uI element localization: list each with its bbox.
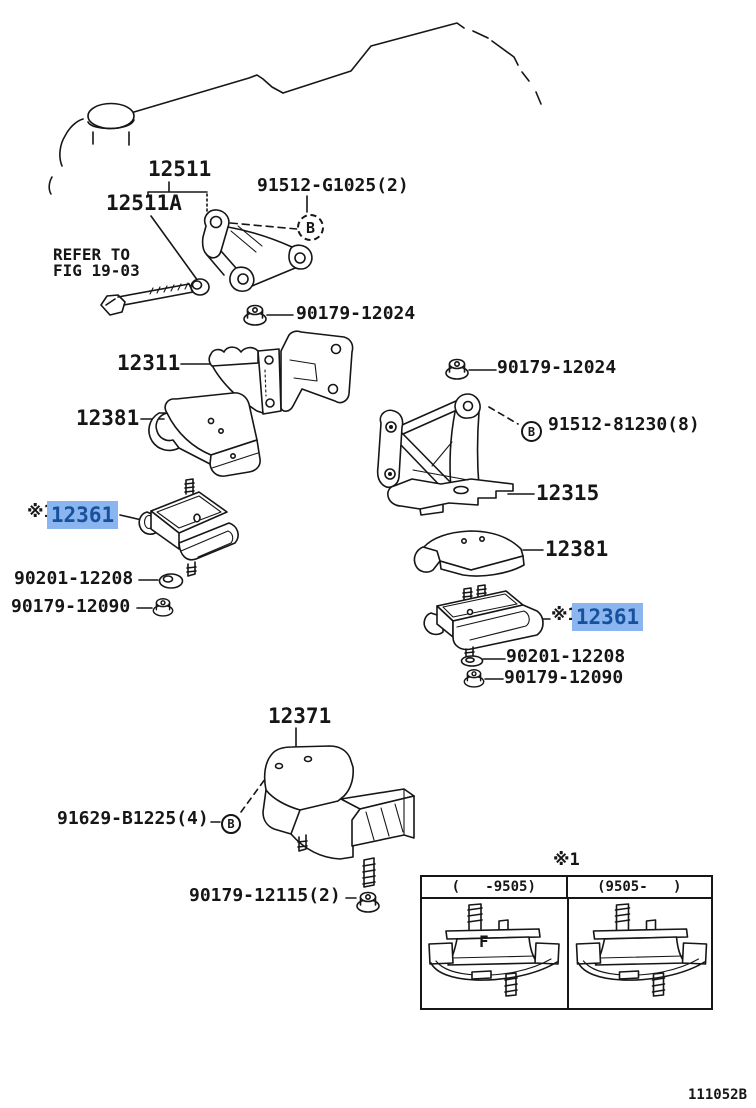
ref-mark-right: ※1 [551,605,578,625]
mount-12361-left-drawing [138,478,239,577]
callout-12361-right-highlighted[interactable]: 12361 [572,603,643,631]
cover-12381-left-drawing [148,392,261,477]
callout-12361-left-highlighted[interactable]: 12361 [47,501,118,529]
variant-col-late: (9505- ) [565,877,712,897]
cover-12381-right-drawing [413,530,525,577]
nut-90179-12024-right-drawing [445,358,469,380]
variant-table-divider [566,897,569,1008]
callout-12315[interactable]: 12315 [536,481,600,505]
callout-12381-left[interactable]: 12381 [76,406,140,430]
bolt-marker-b-right: B [521,421,542,442]
callout-90179-12024-right[interactable]: 90179-12024 [497,357,617,378]
callout-90179-12024-left[interactable]: 90179-12024 [296,303,416,324]
callout-90179-12090-right[interactable]: 90179-12090 [504,667,624,688]
mount-front-mark: F [479,932,489,951]
bracket-12511-drawing [201,209,313,293]
callout-12381-right[interactable]: 12381 [545,537,609,561]
callout-90201-12208-right[interactable]: 90201-12208 [506,646,626,667]
nut-90179-12024-left-drawing [243,304,267,326]
nut-90179-12115-drawing [356,891,380,913]
callout-12511a[interactable]: 12511A [106,191,182,215]
callout-91629-b1225[interactable]: 91629-B1225(4) [57,808,209,829]
callout-90179-12090-left[interactable]: 90179-12090 [11,596,131,617]
mount-12361-right-drawing [423,584,544,660]
bolt-marker-b-bottom: B [221,814,241,834]
callout-91512-g1025[interactable]: 91512-G1025(2) [257,175,409,196]
callout-90179-12115[interactable]: 90179-12115(2) [189,885,341,906]
variant-table: ( -9505) (9505- ) [420,875,713,1010]
engine-outline-drawing [48,22,542,195]
callout-91512-81230[interactable]: 91512-81230(8) [548,414,700,435]
collar-12511a-drawing [190,278,210,296]
crossmember-12371-drawing [262,745,415,888]
variant-table-header-row: ( -9505) (9505- ) [422,877,711,899]
bolt-marker-b-top: B [297,214,324,241]
variant-table-ref-mark: ※1 [553,850,580,870]
callout-12311[interactable]: 12311 [117,351,181,375]
refer-to-fig-link-line2[interactable]: FIG 19-03 [53,261,140,280]
nut-90179-12090-right-drawing [463,669,485,688]
callout-12511[interactable]: 12511 [148,157,212,181]
variant-col-early: ( -9505) [451,879,536,895]
washer-90201-12208-left-drawing [158,573,184,589]
callout-12371[interactable]: 12371 [268,704,332,728]
figure-code: 111052B [688,1087,748,1103]
bracket-12315-drawing [376,393,514,516]
bolt-refer-drawing [100,282,194,316]
callout-90201-12208-left[interactable]: 90201-12208 [14,568,134,589]
washer-90201-12208-right-drawing [460,655,484,667]
refer-to-fig-link-line1[interactable]: REFER TO [53,245,131,264]
nut-90179-12090-left-drawing [152,598,174,617]
